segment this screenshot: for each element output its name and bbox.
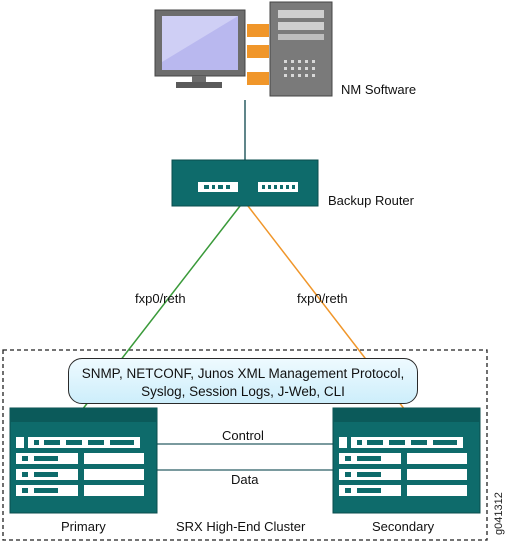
secondary-chassis-icon (332, 407, 481, 514)
data-link-label: Data (231, 472, 259, 487)
secondary-label: Secondary (372, 519, 435, 534)
server-tower-icon (269, 1, 333, 97)
right-uplink-label: fxp0/reth (297, 291, 348, 306)
figure-id: g041312 (493, 492, 505, 535)
monitor-icon (154, 9, 246, 88)
port-connectors (247, 24, 269, 85)
backup-router-label: Backup Router (328, 193, 414, 208)
nm-software-label: NM Software (341, 82, 417, 97)
primary-label: Primary (61, 519, 106, 534)
router-icon (171, 159, 319, 207)
primary-chassis-icon (9, 407, 158, 514)
protocol-bubble: SNMP, NETCONF, Junos XML Management Prot… (68, 358, 418, 404)
left-uplink-label: fxp0/reth (135, 291, 186, 306)
protocol-line-1: SNMP, NETCONF, Junos XML Management Prot… (81, 366, 405, 381)
cluster-boundary (2, 349, 488, 541)
control-link-label: Control (222, 428, 264, 443)
protocol-line-2: Syslog, Session Logs, J-Web, CLI (141, 384, 345, 399)
cluster-label: SRX High-End Cluster (176, 519, 306, 534)
